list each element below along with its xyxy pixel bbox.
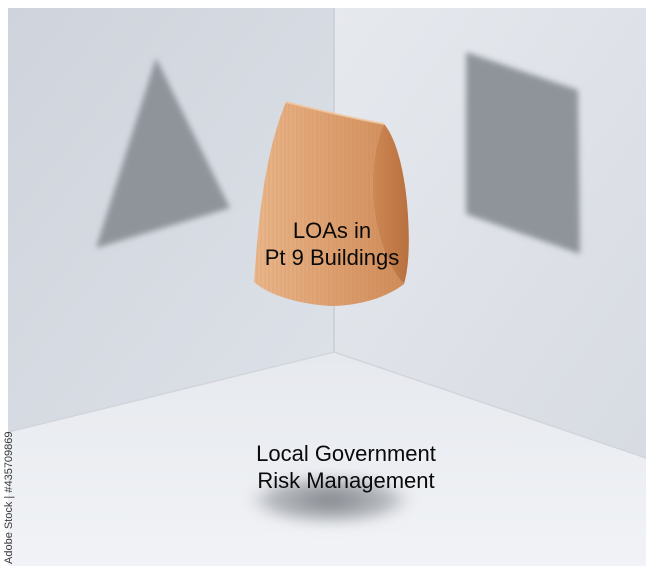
floor-shadow — [244, 474, 416, 526]
stock-id-label: Adobe Stock | #435709869 — [3, 431, 15, 564]
floor-caption: Local Government Risk Management — [196, 440, 496, 494]
object-caption-line-1: LOAs in — [292, 218, 372, 243]
floor-caption-line-2: Risk Management — [257, 468, 435, 493]
wall-triangle-shape — [96, 58, 230, 248]
object-caption: LOAs in Pt 9 Buildings — [232, 217, 432, 271]
wall-rectangle-shape — [466, 52, 580, 254]
object-caption-line-2: Pt 9 Buildings — [264, 245, 400, 270]
floor — [8, 352, 646, 566]
floor-caption-line-1: Local Government — [256, 441, 436, 466]
